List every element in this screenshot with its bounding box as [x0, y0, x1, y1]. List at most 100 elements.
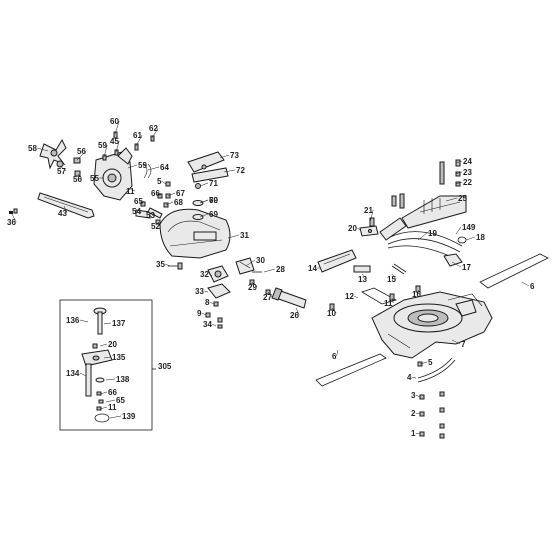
callout-group-305: 305: [158, 362, 172, 371]
callout-c26: 26: [290, 311, 299, 320]
callout-c61: 61: [133, 131, 142, 140]
callout-c34: 34: [203, 320, 212, 329]
leader-c30: [245, 259, 256, 267]
leader-c56b: [77, 173, 83, 180]
leader-c12: [354, 295, 359, 299]
callout-c54: 54: [132, 207, 141, 216]
leader-i134: [79, 372, 87, 377]
callout-c11a: 11: [126, 187, 135, 196]
callout-c69a: 69: [209, 196, 218, 205]
callout-c23: 23: [463, 168, 472, 177]
leader-c68: [165, 201, 174, 206]
leader-c22: [455, 181, 463, 185]
callout-c11b: 11: [384, 299, 393, 308]
leader-c64: [147, 166, 160, 171]
callout-c6a: 6: [530, 282, 535, 291]
callout-c25: 25: [458, 194, 467, 203]
callout-c31: 31: [240, 231, 249, 240]
leader-lines: [11, 120, 530, 435]
leader-c10: [331, 307, 337, 314]
leader-i135: [103, 356, 112, 359]
inset-box-305: [59, 299, 156, 431]
callout-c4: 4: [407, 373, 412, 382]
leader-c18: [465, 236, 476, 241]
leader-i139: [109, 415, 122, 419]
callout-i134: 134: [66, 369, 80, 378]
callout-c45: 45: [110, 137, 119, 146]
screws-8-9-34: [205, 301, 223, 329]
leader-c17: [451, 261, 462, 268]
leader-i138: [105, 378, 116, 381]
callout-c64: 64: [160, 163, 169, 172]
callout-c71: 71: [209, 179, 218, 188]
callout-i139: 139: [122, 412, 136, 421]
callout-c3: 3: [411, 391, 416, 400]
callout-c9: 9: [197, 309, 202, 318]
leader-c58: [37, 147, 49, 152]
callout-c2: 2: [411, 409, 416, 418]
leader-c5a: [161, 180, 167, 185]
leader-c43: [63, 205, 68, 214]
leader-c27: [267, 291, 273, 298]
leader-c7: [451, 339, 461, 345]
callout-c17: 17: [462, 263, 471, 272]
callout-c1: 1: [411, 429, 416, 438]
leader-c11a: [131, 189, 136, 192]
callout-c12: 12: [345, 292, 354, 301]
callout-c35: 35: [156, 260, 165, 269]
leader-c3: [415, 394, 421, 398]
leader-c72: [223, 169, 236, 173]
callout-c62: 62: [149, 124, 158, 133]
callout-c53: 53: [146, 211, 155, 220]
leader-c59b: [127, 164, 138, 169]
leader-c16: [417, 289, 422, 295]
leader-c35: [165, 263, 171, 267]
leader-c59: [103, 144, 108, 158]
leader-c4: [411, 376, 417, 379]
leader-c25: [445, 197, 458, 202]
callout-i137: 137: [112, 319, 126, 328]
callout-c22: 22: [463, 178, 472, 187]
callout-c14: 14: [308, 264, 317, 273]
leader-c9: [201, 312, 207, 316]
callout-c70: 70: [209, 196, 218, 205]
callout-i20: 20: [108, 340, 117, 349]
callout-c60: 60: [110, 117, 119, 126]
leader-c71: [199, 182, 209, 187]
leader-c6b: [336, 349, 339, 357]
callout-i65: 65: [116, 396, 125, 405]
callout-c19: 19: [428, 229, 437, 238]
callout-c65: 65: [134, 197, 143, 206]
leader-c13: [361, 273, 368, 280]
callout-c10: 10: [327, 309, 336, 318]
motor-arm-55: [93, 147, 133, 201]
spring-15: [391, 263, 407, 275]
callout-c33: 33: [195, 287, 204, 296]
callout-i11: 11: [108, 403, 117, 412]
leader-i66: [99, 391, 108, 395]
leader-c53: [151, 211, 156, 216]
table-insert-4: [417, 357, 456, 383]
callout-c7: 7: [461, 340, 466, 349]
callout-c52: 52: [151, 222, 160, 231]
callout-c59: 59: [98, 141, 107, 150]
callout-c69b: 69: [209, 210, 218, 219]
callout-c20: 20: [348, 224, 357, 233]
guard-link-plate-72-73: [187, 151, 229, 183]
callout-i138: 138: [116, 375, 130, 384]
leader-c26: [295, 307, 300, 316]
callout-c5a: 5: [157, 177, 162, 186]
miter-handle-14: [317, 249, 357, 273]
washers-69-70-71: [192, 183, 204, 220]
leader-c20: [357, 227, 361, 231]
callout-c55: 55: [90, 174, 99, 183]
callout-c43: 43: [58, 209, 67, 218]
clamp-20-21: [359, 217, 379, 237]
leader-c45: [115, 140, 120, 153]
callout-i66: 66: [108, 388, 117, 397]
callout-c24: 24: [463, 157, 472, 166]
callout-c56b: 56: [73, 175, 82, 184]
